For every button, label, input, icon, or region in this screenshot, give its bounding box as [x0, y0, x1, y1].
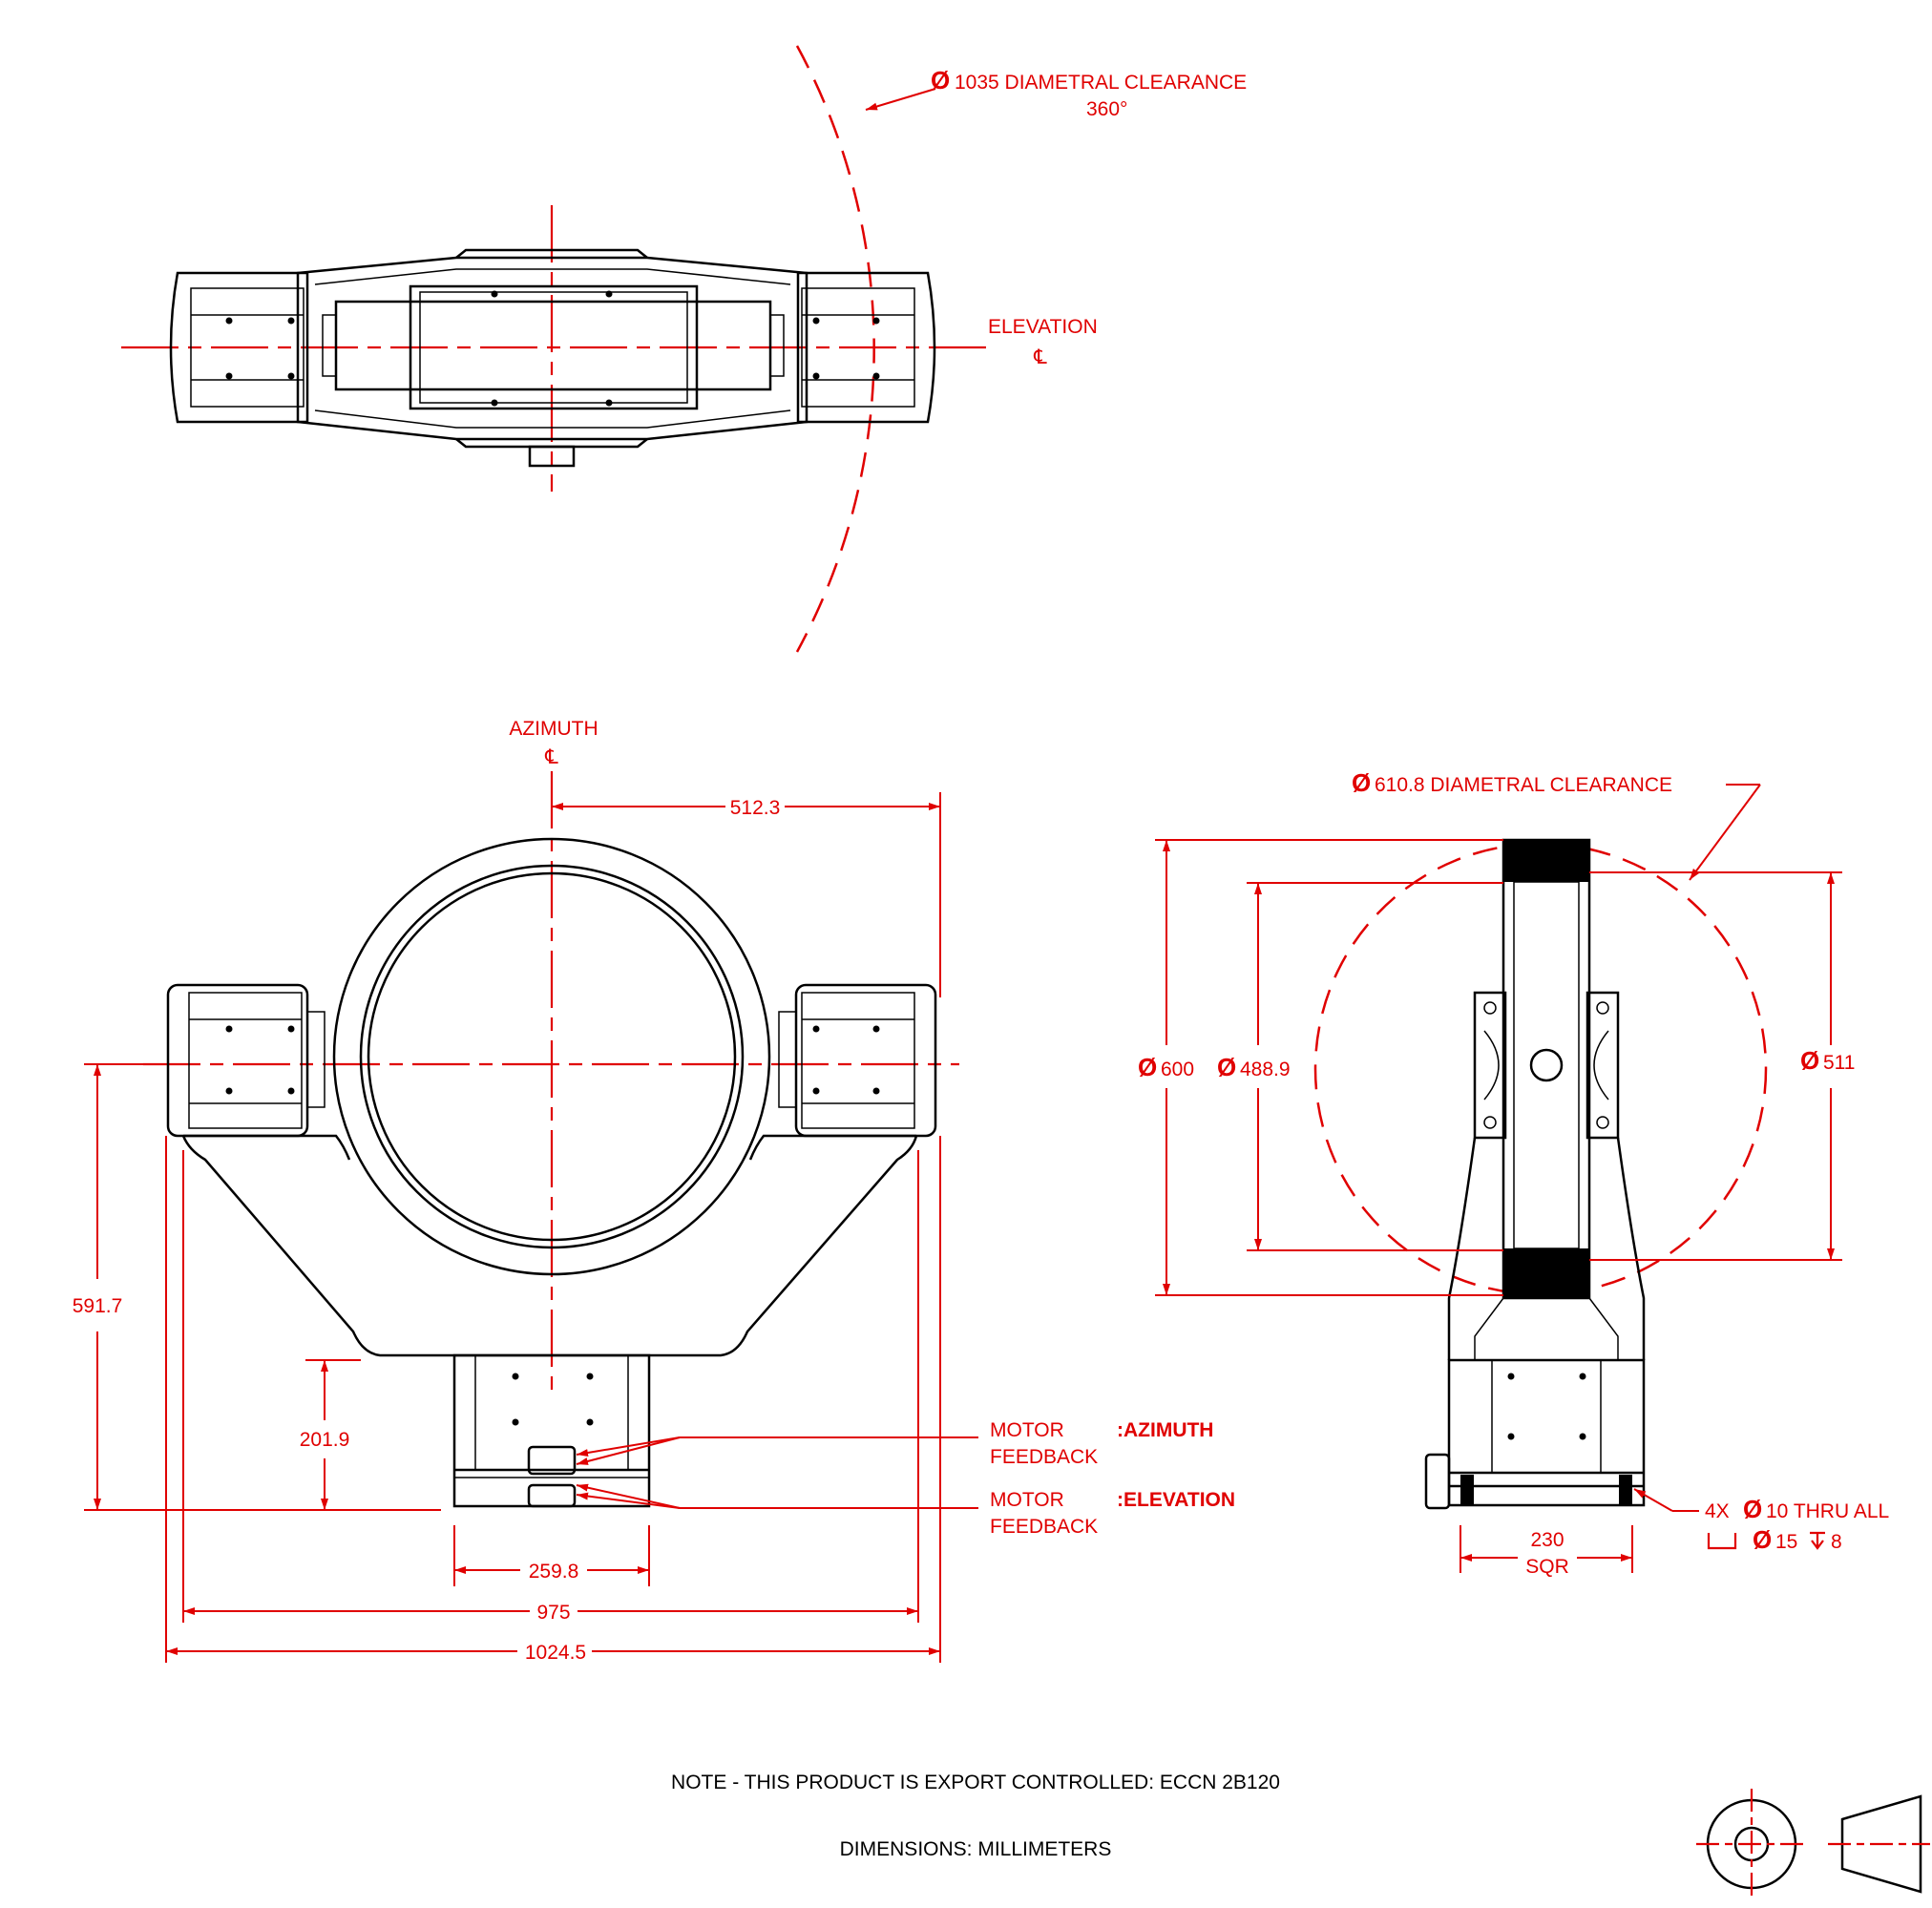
motor-connector-el — [527, 1483, 577, 1508]
gimbal-inner-ring-2 — [367, 871, 737, 1242]
elevation-label: ELEVATION — [988, 316, 1098, 338]
diameter-symbol: Ø — [1753, 1525, 1772, 1554]
azimuth-label: AZIMUTH — [509, 718, 598, 740]
cbore-spec: 15 — [1775, 1531, 1797, 1553]
side-clearance-leader — [1689, 784, 1761, 881]
top-connector — [528, 445, 576, 468]
yoke-outline — [181, 1135, 918, 1357]
clearance-angle-label: 360° — [1086, 98, 1127, 120]
motor-el-label: MOTOR — [990, 1489, 1064, 1511]
front-view: AZIMUTH ℄ — [73, 718, 1235, 1664]
depth-symbol — [1810, 1531, 1825, 1550]
side-connector — [1424, 1453, 1451, 1510]
top-view: Ø 1035 DIAMETRAL CLEARANCE 360° ELEVATIO… — [121, 45, 1247, 653]
third-angle-projection-icon — [1696, 1789, 1930, 1899]
dim-600: 600 — [1161, 1059, 1194, 1080]
dim-sqr: SQR — [1525, 1556, 1569, 1578]
diameter-symbol: Ø — [1800, 1046, 1819, 1075]
dim-1024: 1024.5 — [525, 1642, 586, 1664]
top-right-housing — [796, 271, 936, 424]
dim-488: 488.9 — [1240, 1059, 1291, 1080]
elevation-tag: :ELEVATION — [1117, 1489, 1235, 1511]
side-clearance-label: 610.8 DIAMETRAL CLEARANCE — [1375, 774, 1672, 796]
side-base — [1447, 1358, 1646, 1507]
azimuth-tag: :AZIMUTH — [1117, 1419, 1213, 1441]
export-note: NOTE - THIS PRODUCT IS EXPORT CONTROLLED… — [671, 1772, 1280, 1793]
dim-201: 201.9 — [300, 1429, 350, 1451]
clearance-label-top: 1035 DIAMETRAL CLEARANCE — [955, 72, 1247, 94]
hole-count: 4X — [1705, 1500, 1730, 1522]
top-left-housing — [169, 271, 309, 424]
elevation-cl-symbol: ℄ — [1033, 346, 1047, 368]
counterbore-symbol — [1707, 1533, 1737, 1550]
side-view: Ø 610.8 DIAMETRAL CLEARANCE — [1138, 768, 1889, 1578]
clearance-arc-1035 — [795, 45, 875, 653]
diameter-symbol: Ø — [1217, 1053, 1236, 1081]
diameter-symbol: Ø — [1352, 768, 1371, 797]
motor-connector-az — [527, 1445, 577, 1476]
diameter-symbol: Ø — [931, 66, 950, 94]
diameter-symbol: Ø — [1743, 1495, 1762, 1523]
hole-leader — [1633, 1488, 1673, 1512]
dim-512: 512.3 — [730, 797, 781, 819]
diameter-symbol: Ø — [1138, 1053, 1157, 1081]
gimbal-outer-ring — [332, 837, 771, 1276]
dim-230: 230 — [1530, 1529, 1564, 1551]
clearance-leader-top — [865, 88, 936, 111]
motor-az-label: MOTOR — [990, 1419, 1064, 1441]
side-clearance-circle — [1313, 842, 1768, 1296]
azimuth-cl-symbol: ℄ — [544, 746, 558, 768]
dim-591: 591.7 — [73, 1295, 123, 1317]
side-hub — [1529, 1048, 1564, 1082]
cbore-depth: 8 — [1831, 1531, 1842, 1553]
units-note: DIMENSIONS: MILLIMETERS — [840, 1838, 1112, 1860]
dim-259: 259.8 — [529, 1561, 579, 1583]
dim-975: 975 — [536, 1602, 570, 1624]
hole-spec: 10 THRU ALL — [1766, 1500, 1889, 1522]
gimbal-inner-ring-1 — [359, 864, 745, 1249]
feedback-el-label: FEEDBACK — [990, 1516, 1098, 1538]
dim-511: 511 — [1823, 1052, 1855, 1074]
top-ring — [334, 300, 772, 391]
feedback-az-label: FEEDBACK — [990, 1446, 1098, 1468]
side-ring — [1502, 838, 1591, 1300]
